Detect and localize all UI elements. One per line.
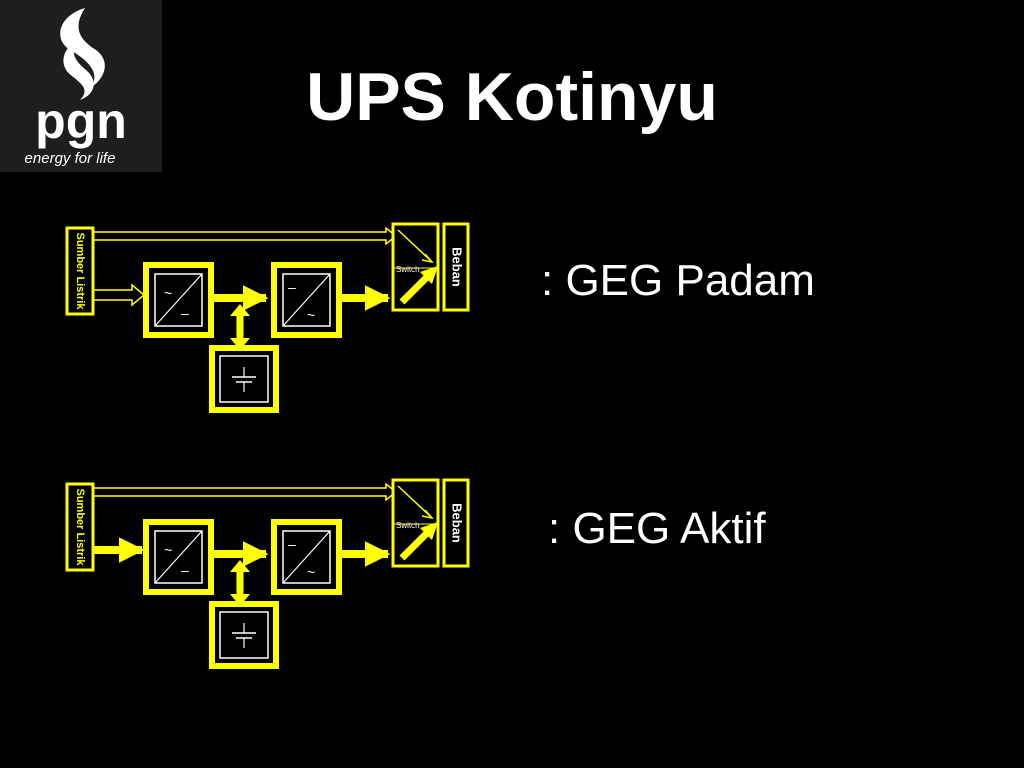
pgn-swirl-logo-icon: pgn energy for life [25, 8, 127, 167]
rectifier-dc-symbol: – [181, 305, 189, 321]
input-arrow [92, 283, 146, 307]
battery-icon [232, 623, 256, 648]
source-label: Sumber Listrik [74, 488, 86, 566]
caption-geg-aktif: : GEG Aktif [548, 504, 766, 553]
switch-label: Switch [396, 265, 420, 274]
inverter-dc-symbol: – [288, 279, 296, 295]
slide-title: UPS Kotinyu [0, 58, 1024, 136]
battery-box [209, 601, 279, 669]
inverter-ac-symbol: ~ [307, 307, 315, 323]
battery-icon [232, 367, 256, 392]
load-box [442, 478, 470, 568]
bypass-arrow [92, 226, 398, 246]
inverter-dc-symbol: – [288, 536, 296, 552]
rectifier-ac-symbol: ~ [164, 285, 172, 301]
rectifier-ac-symbol: ~ [164, 542, 172, 558]
rectifier-dc-symbol: – [181, 562, 189, 578]
switch-box [391, 478, 440, 568]
pgn-logo: pgn energy for life [0, 0, 162, 172]
ups-diagram-geg-padam: Sumber Listrik ~ – – ~ [65, 222, 470, 413]
battery-box [209, 345, 279, 413]
caption-geg-padam: : GEG Padam [541, 256, 815, 305]
load-box [442, 222, 470, 312]
logo-brand-text: pgn [35, 93, 127, 149]
switch-label: Switch [396, 521, 420, 530]
source-box [65, 482, 95, 572]
ups-diagram-geg-aktif: Sumber Listrik ~ – – ~ [65, 478, 470, 669]
load-label: Beban [450, 503, 465, 543]
switch-box [391, 222, 440, 312]
load-label: Beban [450, 247, 465, 287]
slide-title-text: UPS Kotinyu [306, 59, 718, 135]
inverter-ac-symbol: ~ [307, 564, 315, 580]
source-box [65, 226, 95, 316]
logo-tagline: energy for life [25, 150, 116, 167]
bypass-arrow [92, 482, 398, 502]
source-label: Sumber Listrik [74, 232, 86, 310]
